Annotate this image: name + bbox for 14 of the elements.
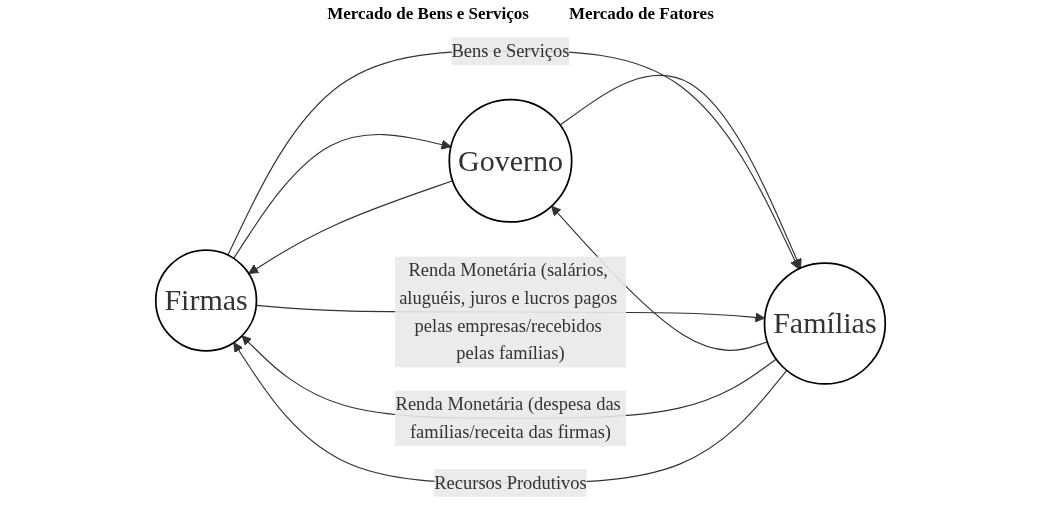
arrow bbox=[233, 133, 452, 259]
edge-label: Renda Monetária (salários, aluguéis, juros e lucros pagos pelas empresas/recebidos pelas famílias) bbox=[399, 260, 618, 363]
market-label: Mercado de Fatores bbox=[569, 4, 714, 24]
node-circle: Governo bbox=[448, 98, 573, 223]
arrow bbox=[233, 342, 788, 484]
arrow bbox=[559, 74, 802, 269]
edge-label: Recursos Produtivos bbox=[434, 472, 587, 493]
node-circle: Famílias bbox=[763, 262, 887, 385]
node-circle: Firmas bbox=[154, 249, 258, 352]
market-label: Mercado de Bens e Serviços bbox=[327, 4, 529, 24]
arrow bbox=[227, 50, 800, 270]
arrow bbox=[248, 180, 454, 275]
edge-label: Bens e Serviços bbox=[451, 40, 570, 61]
edge-label: Renda Monetária (despesa das famílias/receita das firmas) bbox=[395, 394, 621, 442]
